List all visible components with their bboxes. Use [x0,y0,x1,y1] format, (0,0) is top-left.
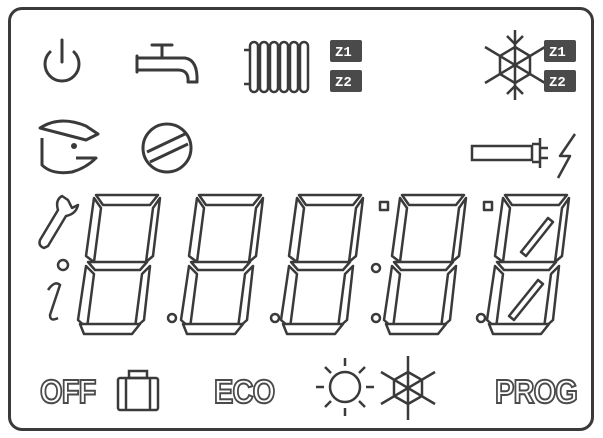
prog-label: PROG [494,373,579,410]
digit-4 [382,193,468,336]
radiator-icon [244,40,310,94]
cooling-zone-2: Z2 [549,75,566,91]
info-icon [46,258,70,321]
digit-5 [485,193,571,336]
prohibited-icon [141,122,193,174]
eco-label: ECO [213,373,276,410]
heating-zone-2: Z2 [335,75,352,91]
technician-icon [38,119,100,175]
heating-zone-1: Z1 [335,45,352,61]
decimal-point-2 [269,312,281,324]
power-icon [43,38,81,83]
decimal-point-3 [370,262,382,274]
lightning-icon [556,133,577,179]
decimal-point-4 [475,312,487,324]
electric-heater-element-icon [470,138,548,168]
seven-segment-display [76,193,571,336]
off-label: OFF [39,373,97,410]
decimal-point-1 [166,312,178,324]
digit-2 [179,193,265,336]
wrench-icon [38,194,80,250]
hot-water-tap-icon [135,43,199,84]
digit-1 [76,193,162,336]
suitcase-icon [116,369,160,412]
snowflake-icon [380,356,436,420]
sun-icon [316,358,374,416]
cooling-zone-1: Z1 [549,45,566,61]
decimal-point-3b [370,312,382,324]
colon-dot-1 [378,200,390,212]
digit-3 [279,193,365,336]
lcd-panel-border [8,7,594,431]
colon-dot-2 [482,200,494,212]
heating-zone-badges: Z1 Z2 [330,40,362,92]
cooling-zone-badges: Z1 Z2 [544,40,576,92]
snowflake-icon [484,30,546,100]
